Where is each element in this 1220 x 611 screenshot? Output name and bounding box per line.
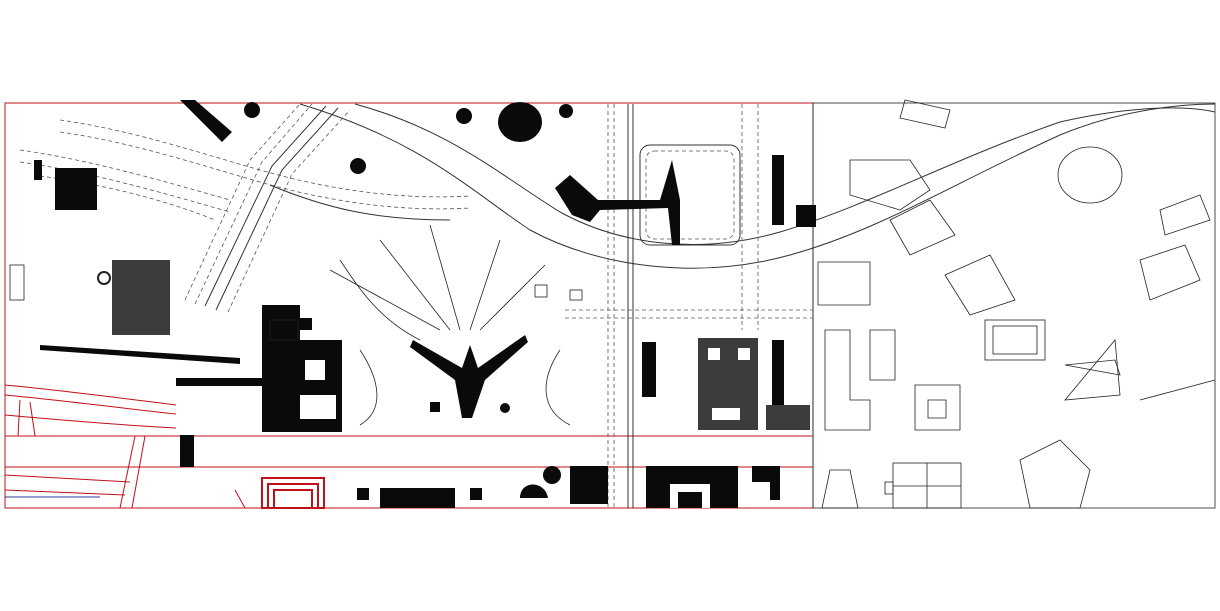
buildings-solid (34, 100, 816, 508)
context-right (817, 99, 1216, 509)
diagonal-road-bundle (19, 103, 471, 313)
buildings-courtyard (112, 260, 810, 430)
outline-buildings (9, 264, 583, 419)
central-ring (639, 144, 741, 246)
vertical-roads (565, 104, 813, 508)
stepped-buildings (261, 477, 710, 509)
curved-highway (299, 103, 1216, 269)
plaza-paths (329, 224, 571, 426)
context-streets-left (4, 384, 246, 509)
